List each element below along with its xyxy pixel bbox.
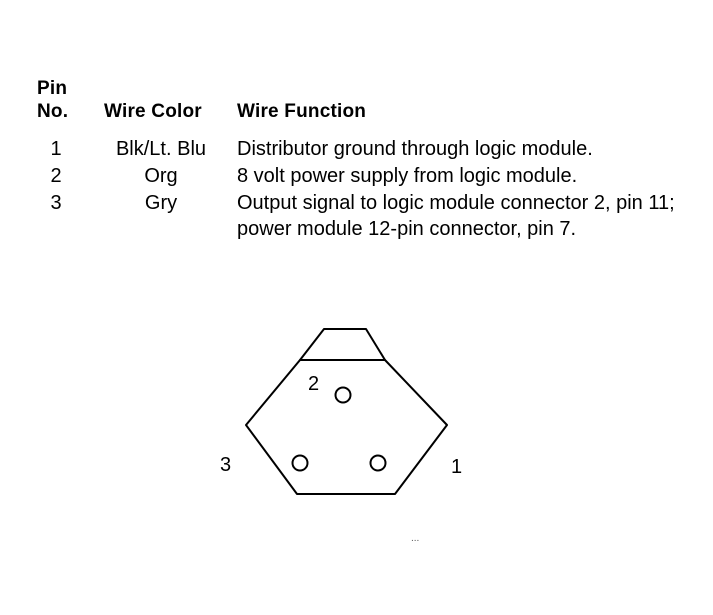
header-pin-line2: No. bbox=[37, 101, 69, 122]
header-pin-line1: Pin bbox=[37, 78, 68, 99]
row-3-pin: 3 bbox=[50, 192, 62, 214]
pin-1-socket bbox=[369, 454, 387, 472]
row-2-function: 8 volt power supply from logic module. bbox=[237, 165, 578, 187]
row-2-color: Org bbox=[144, 165, 178, 187]
row-2-pin: 2 bbox=[50, 165, 62, 187]
row-3-color: Gry bbox=[144, 192, 178, 214]
header-wire-color: Wire Color bbox=[104, 101, 202, 122]
pin-1-label: 1 bbox=[451, 456, 462, 478]
pin-2-label: 2 bbox=[308, 373, 319, 395]
connector-outline bbox=[245, 359, 448, 495]
row-1-pin: 1 bbox=[50, 138, 62, 160]
stray-mark: ... bbox=[411, 533, 419, 544]
pin-3-socket bbox=[291, 454, 309, 472]
row-1-color: Blk/Lt. Blu bbox=[115, 138, 207, 160]
row-1-function: Distributor ground through logic module. bbox=[237, 138, 593, 160]
row-3-function: Output signal to logic module connector … bbox=[237, 192, 675, 240]
connector-key bbox=[299, 328, 386, 361]
header-wire-function: Wire Function bbox=[237, 101, 367, 122]
pin-2-socket bbox=[334, 386, 352, 404]
pin-3-label: 3 bbox=[220, 454, 231, 476]
